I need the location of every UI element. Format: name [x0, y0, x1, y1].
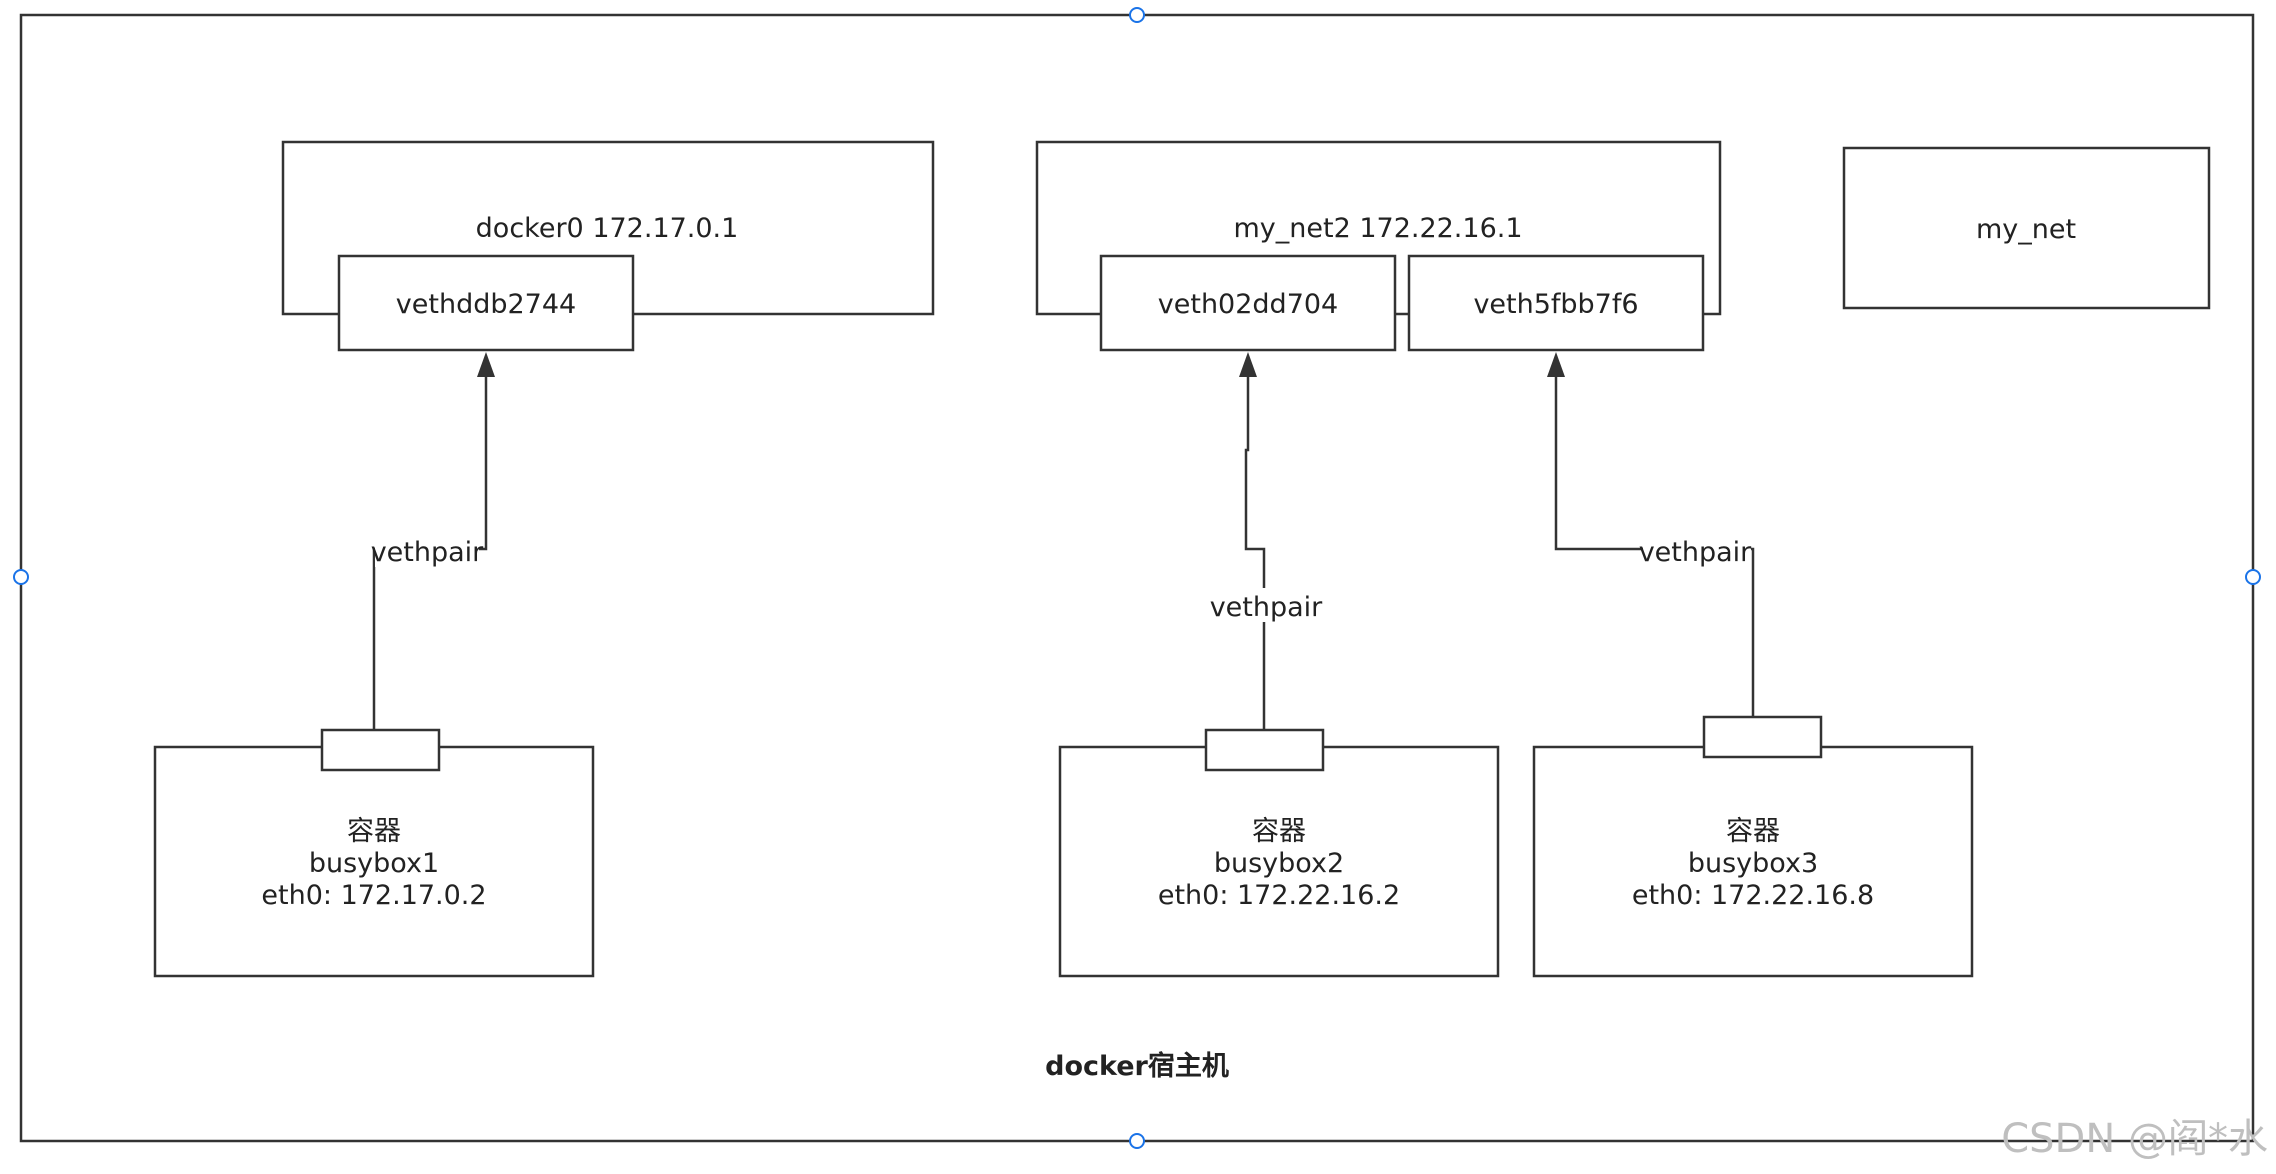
- container-2-ip: eth0: 172.22.16.2: [1158, 880, 1400, 911]
- resize-handle-bottom[interactable]: [1129, 1133, 1145, 1149]
- container-3-ip: eth0: 172.22.16.8: [1632, 880, 1874, 911]
- veth-box-1[interactable]: [337, 254, 635, 352]
- veth-box-3-label: veth5fbb7f6: [1473, 289, 1638, 320]
- arrowhead-2-icon: [1239, 352, 1257, 377]
- vethpair-label-1-bg: [375, 533, 479, 567]
- container-3-name: busybox3: [1688, 848, 1818, 879]
- container-box-1[interactable]: [153, 745, 595, 978]
- arrowhead-1-icon: [477, 352, 495, 377]
- container-2-type: 容器: [1252, 816, 1306, 847]
- veth-box-1-label: vethddb2744: [396, 289, 576, 320]
- container-1-type: 容器: [347, 816, 401, 847]
- veth-box-2[interactable]: [1099, 254, 1397, 352]
- watermark: CSDN @阎*水: [2001, 1116, 2268, 1162]
- vethpair-label-3: vethpair: [1639, 537, 1752, 568]
- veth-box-2-label: veth02dd704: [1158, 289, 1338, 320]
- arrowhead-3-icon: [1547, 352, 1565, 377]
- container-box-3[interactable]: [1532, 745, 1974, 978]
- host-label: docker宿主机: [1045, 1050, 1229, 1082]
- container-port-3[interactable]: [1702, 715, 1823, 759]
- bridge-my-net[interactable]: [1842, 146, 2211, 310]
- resize-handle-top[interactable]: [1129, 7, 1145, 23]
- vethpair-link-2[interactable]: [1244, 375, 1266, 730]
- container-box-2[interactable]: [1058, 745, 1500, 978]
- container-2-name: busybox2: [1214, 848, 1344, 879]
- container-3-type: 容器: [1726, 816, 1780, 847]
- container-1-ip: eth0: 172.17.0.2: [261, 880, 486, 911]
- resize-handle-left[interactable]: [13, 569, 29, 585]
- vethpair-label-2: vethpair: [1210, 592, 1323, 623]
- container-port-2[interactable]: [1204, 728, 1325, 772]
- vethpair-label-1: vethpair: [371, 537, 484, 568]
- bridge-docker0-label: docker0 172.17.0.1: [476, 213, 739, 244]
- bridge-my-net2-label: my_net2 172.22.16.1: [1233, 213, 1522, 244]
- veth-box-3[interactable]: [1407, 254, 1705, 352]
- vethpair-label-3-bg: [1643, 533, 1751, 567]
- bridge-my-net-label: my_net: [1976, 214, 2076, 245]
- container-port-1[interactable]: [320, 728, 441, 772]
- vethpair-label-2-bg: [1212, 588, 1316, 622]
- container-1-name: busybox1: [309, 848, 439, 879]
- resize-handle-right[interactable]: [2245, 569, 2261, 585]
